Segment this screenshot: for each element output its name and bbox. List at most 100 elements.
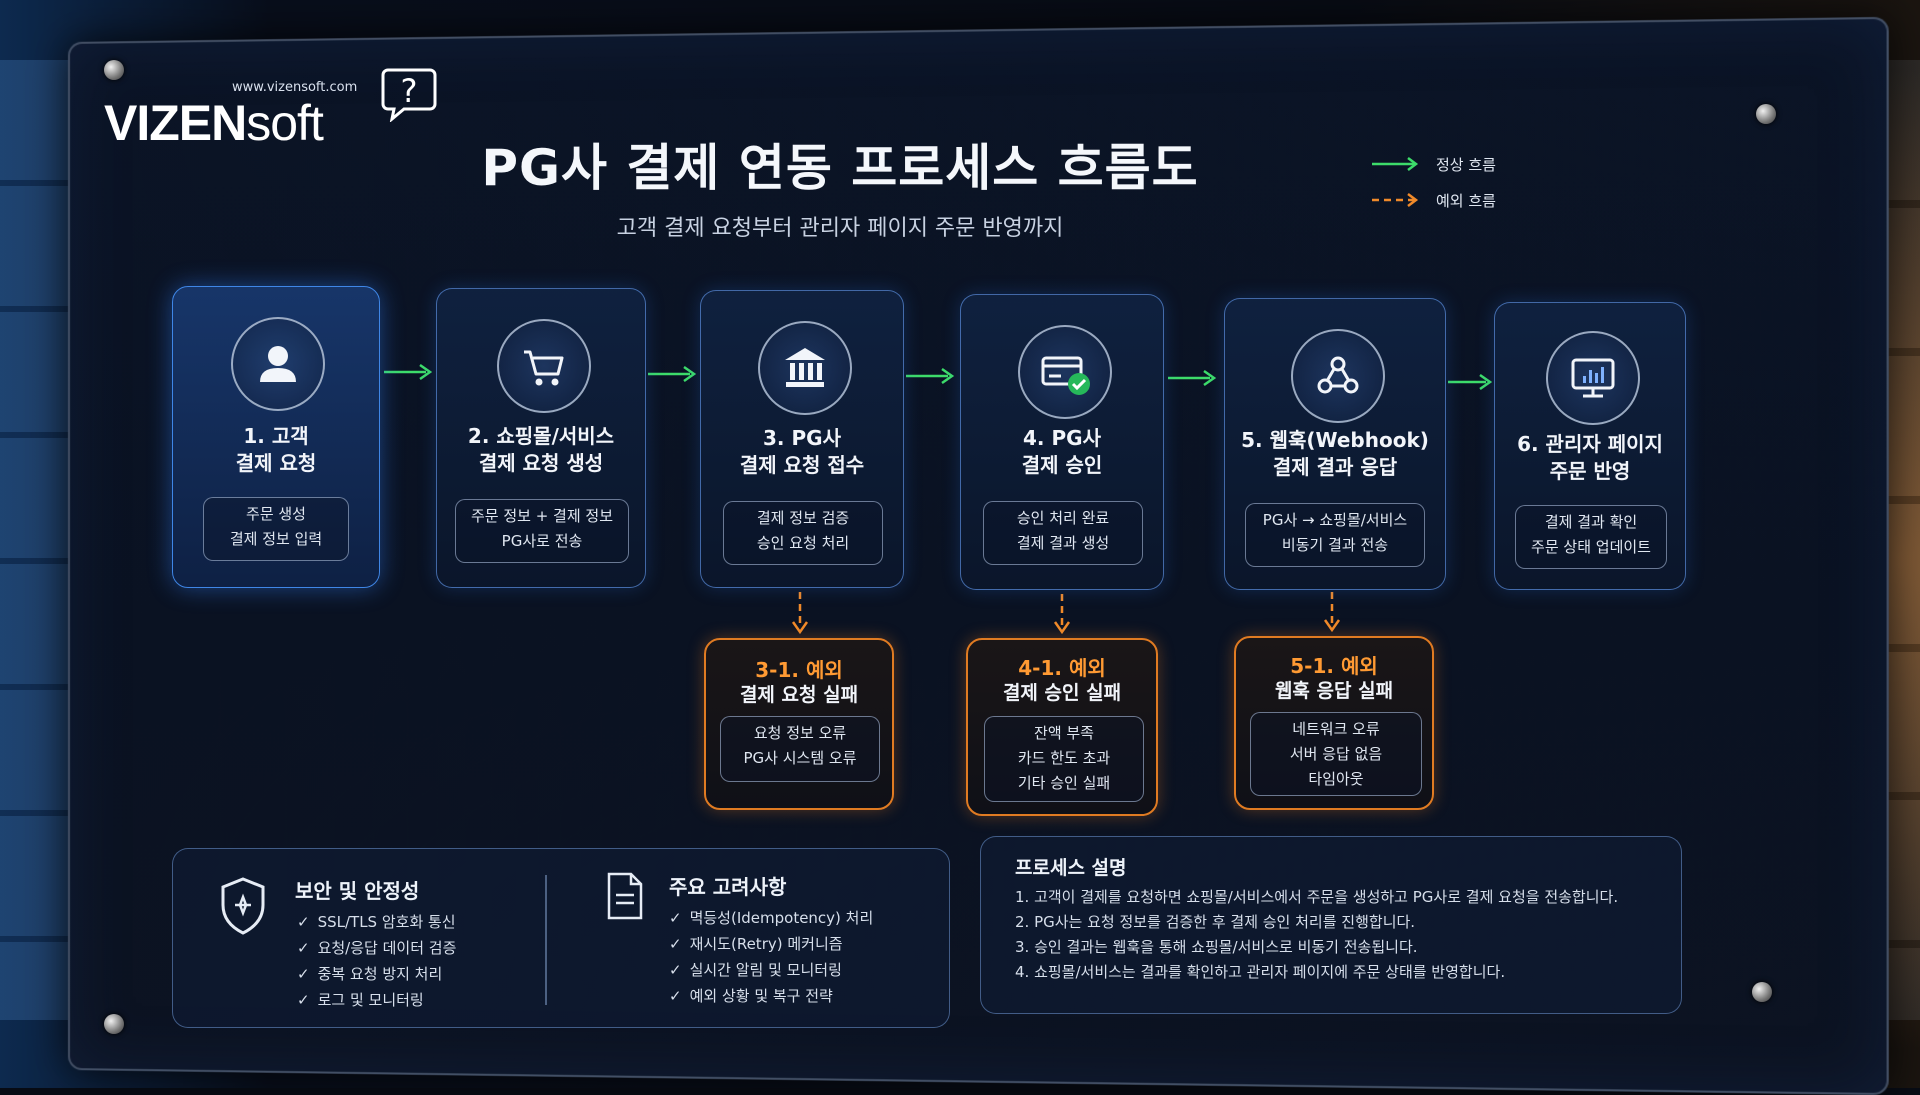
step-icon-circle [231, 317, 325, 411]
step-detail-line: 주문 상태 업데이트 [1531, 538, 1651, 556]
consideration-item: ✓ 멱등성(Idempotency) 처리 [669, 905, 873, 931]
step-title-line: 결제 결과 응답 [1272, 455, 1398, 479]
step-card-customer: 1. 고객 결제 요청 주문 생성 결제 정보 입력 [172, 286, 380, 588]
step-title-6: 6. 관리자 페이지 주문 반영 [1495, 431, 1685, 485]
consideration-item-text: 멱등성(Idempotency) 처리 [689, 909, 874, 927]
step-detail-box: 주문 생성 결제 정보 입력 [203, 497, 349, 561]
step-title-line: 결제 승인 [1021, 453, 1103, 477]
panel-bolt-bottom-left [104, 1014, 124, 1034]
legend-exception-label: 예외 흐름 [1436, 192, 1496, 210]
security-item: ✓ SSL/TLS 암호화 통신 [297, 909, 456, 935]
card-check-icon [1041, 356, 1090, 395]
check-icon: ✓ [669, 961, 682, 979]
legend-normal-label: 정상 흐름 [1436, 156, 1496, 174]
step-detail-line: 주문 정보 + 결제 정보 [470, 507, 614, 525]
logo-word-bold: VIZEN [104, 95, 247, 151]
step-card-admin: 6. 관리자 페이지 주문 반영 결제 결과 확인 주문 상태 업데이트 [1494, 302, 1686, 590]
panel-bolt-top-right [1756, 104, 1776, 124]
security-item-text: 요청/응답 데이터 검증 [317, 939, 457, 957]
exception-card-4-1: 4-1. 예외 결제 승인 실패 잔액 부족 카드 한도 초과 기타 승인 실패 [966, 638, 1158, 816]
step-card-pg-request: 3. PG사 결제 요청 접수 결제 정보 검증 승인 요청 처리 [700, 290, 904, 588]
logo-wordmark: VIZENsoft [104, 94, 324, 152]
considerations-list: ✓ 멱등성(Idempotency) 처리 ✓재시도(Retry) 메커니즘 ✓ 실… [669, 905, 873, 1009]
exception-number: 3-1. 예외 [755, 658, 843, 682]
step-detail-line: 결제 정보 입력 [229, 530, 323, 548]
security-item-text: 중복 요청 방지 처리 [317, 965, 443, 983]
shield-icon [221, 877, 265, 935]
webhook-icon [1317, 356, 1359, 394]
exception-detail-box: 잔액 부족 카드 한도 초과 기타 승인 실패 [984, 716, 1144, 802]
step-title-line: 3. PG사 [763, 426, 841, 450]
exception-title: 결제 승인 실패 [1002, 682, 1122, 704]
consideration-item-text: 실시간 알림 및 모니터링 [689, 961, 842, 979]
exception-card-5-1: 5-1. 예외 웹훅 응답 실패 네트워크 오류 서버 응답 없음 타임아웃 [1234, 636, 1434, 810]
process-list: 1. 고객이 결제를 요청하면 쇼핑몰/서비스에서 주문을 생성하고 PG사로 … [1015, 885, 1618, 985]
step-title-line: 2. 쇼핑몰/서비스 [467, 424, 615, 448]
step-card-shop: 2. 쇼핑몰/서비스 결제 요청 생성 주문 정보 + 결제 정보 PG사로 전… [436, 288, 646, 588]
panel-bolt-top-left [104, 60, 124, 80]
process-description-box: 프로세스 설명 1. 고객이 결제를 요청하면 쇼핑몰/서비스에서 주문을 생성… [980, 836, 1682, 1014]
exception-detail-line: 기타 승인 실패 [1017, 774, 1111, 792]
page-subtitle: 고객 결제 요청부터 관리자 페이지 주문 반영까지 [616, 216, 1064, 241]
step-title-line: 1. 고객 [243, 424, 309, 448]
security-item: ✓로그 및 모니터링 [297, 987, 456, 1013]
user-icon [260, 346, 296, 382]
vizensoft-logo: www.vizensoft.com VIZENsoft ? [104, 58, 444, 168]
step-detail-line: 결제 결과 생성 [1016, 534, 1110, 552]
exception-detail-box: 요청 정보 오류 PG사 시스템 오류 [720, 716, 880, 782]
exception-title: 웹훅 응답 실패 [1274, 680, 1394, 702]
check-icon: ✓ [669, 909, 682, 927]
step-title-line: 결제 요청 [235, 451, 317, 475]
step-title-line: 결제 요청 생성 [478, 451, 604, 475]
check-icon: ✓ [297, 913, 310, 931]
security-item: ✓ 요청/응답 데이터 검증 [297, 935, 456, 961]
consideration-item: ✓ 실시간 알림 및 모니터링 [669, 957, 873, 983]
step-detail-box: 승인 처리 완료 결제 결과 생성 [983, 501, 1143, 565]
check-icon: ✓ [297, 939, 310, 957]
legend-normal: 정상 흐름 [1370, 152, 1570, 176]
legend-exception: 예외 흐름 [1370, 188, 1570, 212]
security-list: ✓ SSL/TLS 암호화 통신 ✓ 요청/응답 데이터 검증 ✓ 중복 요청 방지 … [297, 909, 456, 1013]
dashed-arrow-icon [1372, 193, 1419, 207]
step-icon-circle [1546, 331, 1640, 425]
step-title-line: 5. 웹훅(Webhook) [1241, 428, 1429, 452]
exception-number: 4-1. 예외 [1018, 656, 1106, 680]
consideration-item-text: 예외 상황 및 복구 전략 [689, 987, 833, 1005]
step-title-3: 3. PG사 결제 요청 접수 [701, 425, 903, 479]
step-detail-box: 결제 결과 확인 주문 상태 업데이트 [1515, 505, 1667, 569]
exception-detail-line: 잔액 부족 [1034, 724, 1094, 742]
logo-bubble-mark: ? [401, 72, 418, 110]
step-detail-line: PG사로 전송 [501, 532, 583, 550]
step-icon-circle [497, 319, 591, 413]
consideration-item: ✓재시도(Retry) 메커니즘 [669, 931, 873, 957]
step-detail-line: 승인 처리 완료 [1016, 509, 1110, 527]
exception-card-3-1: 3-1. 예외 결제 요청 실패 요청 정보 오류 PG사 시스템 오류 [704, 638, 894, 810]
step-detail-line: 비동기 결과 전송 [1281, 536, 1389, 554]
step-title-line: 6. 관리자 페이지 [1517, 432, 1663, 456]
step-icon-circle [1291, 329, 1385, 423]
exception-detail-box: 네트워크 오류 서버 응답 없음 타임아웃 [1250, 712, 1422, 796]
monitor-chart-icon [1571, 358, 1615, 398]
bank-icon [785, 348, 825, 387]
panel-bolt-bottom-right [1752, 982, 1772, 1002]
step-title-line: 4. PG사 [1023, 426, 1101, 450]
step-detail-box: 주문 정보 + 결제 정보 PG사로 전송 [455, 499, 629, 563]
security-item-text: SSL/TLS 암호화 통신 [317, 913, 456, 931]
step-detail-box: PG사 → 쇼핑몰/서비스 비동기 결과 전송 [1245, 503, 1425, 567]
security-title: 보안 및 안정성 [295, 879, 420, 903]
check-icon: ✓ [297, 991, 310, 1009]
box-divider [545, 875, 547, 1005]
cart-icon [524, 350, 564, 386]
step-card-pg-approve: 4. PG사 결제 승인 승인 처리 완료 결제 결과 생성 [960, 294, 1164, 590]
step-detail-line: 승인 요청 처리 [756, 534, 850, 552]
step-detail-box: 결제 정보 검증 승인 요청 처리 [723, 501, 883, 565]
security-item: ✓ 중복 요청 방지 처리 [297, 961, 456, 987]
exception-detail-line: 요청 정보 오류 [753, 724, 847, 742]
exception-detail-line: 카드 한도 초과 [1017, 749, 1111, 767]
step-detail-line: 결제 결과 확인 [1544, 513, 1638, 531]
step-icon-circle [1018, 325, 1112, 419]
check-icon: ✓ [297, 965, 310, 983]
check-icon: ✓ [669, 935, 682, 953]
step-card-webhook: 5. 웹훅(Webhook) 결제 결과 응답 PG사 → 쇼핑몰/서비스 비동… [1224, 298, 1446, 590]
exception-detail-line: PG사 시스템 오류 [743, 749, 857, 767]
